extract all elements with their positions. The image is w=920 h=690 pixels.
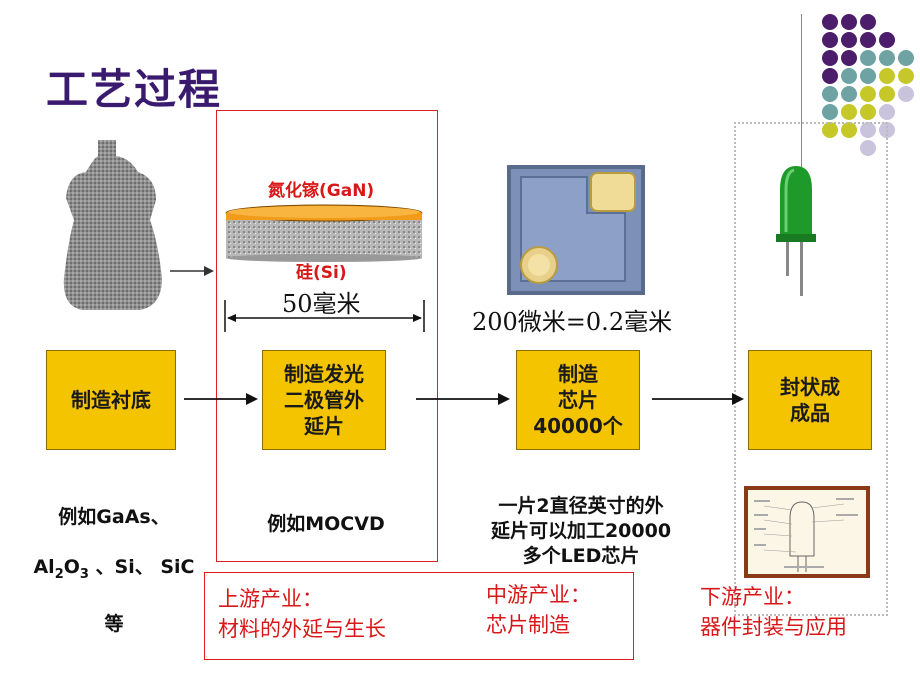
epitaxy-highlight-frame — [216, 110, 438, 562]
downstream-industry-label: 下游产业： 器件封装与应用 — [700, 585, 847, 639]
industry-chain-frame — [204, 572, 634, 660]
substrate-examples-line3: 等 — [104, 612, 124, 635]
flow-arrow-1 — [184, 393, 258, 405]
chip-dimension-label: 200微米=0.2毫米 — [472, 308, 673, 336]
substrate-examples-caption: 例如GaAs、 Al2O3 、Si、 SiC 等 — [6, 480, 222, 662]
step-chip-box: 制造 芯片 40000个 — [516, 350, 640, 450]
substrate-examples-line2: Al2O3 、Si、 SiC — [33, 556, 195, 582]
wafer-dimension-label: 50毫米 — [282, 290, 361, 318]
downstream-dotted-frame — [734, 122, 888, 616]
gan-layer-label: 氮化镓(GaN) — [268, 181, 375, 201]
epitaxial-wafer-image — [225, 204, 423, 262]
step-substrate-box: 制造衬底 — [46, 350, 176, 450]
chip-yield-caption: 一片2直径英寸的外 延片可以加工20000 多个LED芯片 — [490, 495, 672, 567]
arrow-to-wafer — [170, 266, 214, 276]
upstream-industry-label: 上游产业： 材料的外延与生长 — [218, 587, 386, 641]
led-chip-image — [507, 165, 645, 295]
flow-arrow-3 — [652, 393, 744, 405]
midstream-industry-label: 中游产业： 芯片制造 — [486, 583, 591, 637]
wafer-dimension-arrow — [224, 300, 425, 332]
page-title: 工艺过程 — [46, 65, 223, 114]
step-packaging-box: 封状成 成品 — [748, 350, 872, 450]
led-structure-diagram-image — [744, 486, 870, 578]
step-epitaxy-box: 制造发光 二极管外 延片 — [262, 350, 386, 450]
si-layer-label: 硅(Si) — [296, 263, 347, 283]
epitaxy-example-caption: 例如MOCVD — [267, 513, 385, 535]
led-lamp-image — [776, 166, 816, 296]
flow-arrow-2 — [416, 393, 510, 405]
substrate-ingot-image — [63, 140, 162, 310]
substrate-examples-line1: 例如GaAs、 — [58, 506, 170, 528]
